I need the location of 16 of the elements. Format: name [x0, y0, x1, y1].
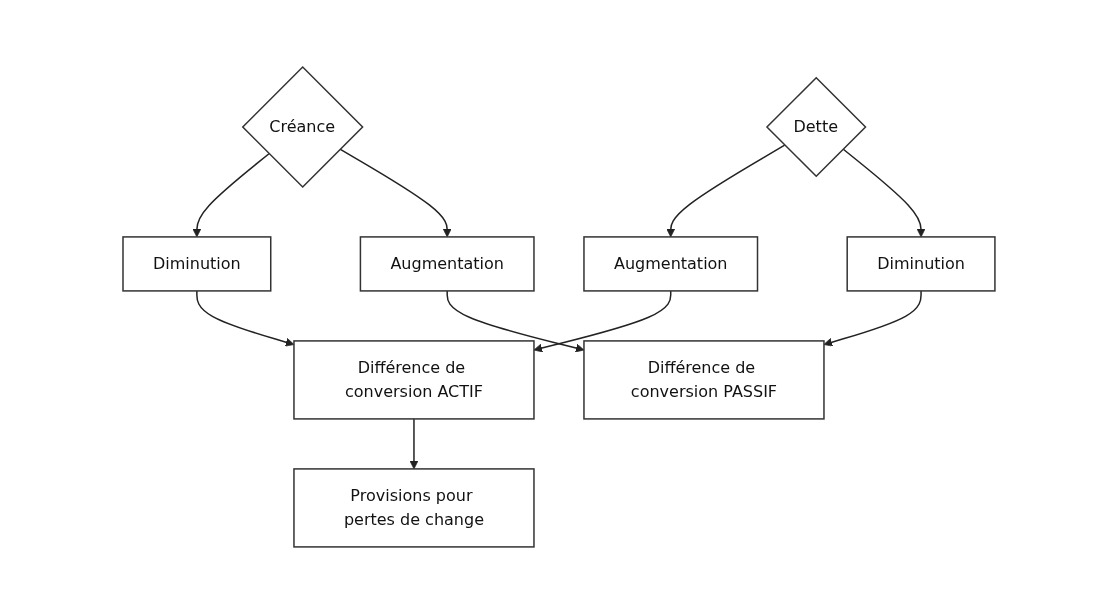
- node-diamond: Créance: [241, 66, 364, 188]
- node-box: Augmentation: [359, 236, 535, 292]
- arrow: [666, 144, 786, 238]
- arrow: [339, 148, 452, 238]
- node-diamond: Dette: [765, 76, 867, 178]
- arrow: [533, 290, 672, 353]
- arrow: [823, 290, 922, 347]
- arrow: [409, 418, 419, 470]
- node-box: Différence de conversion ACTIF: [293, 340, 535, 420]
- arrow: [192, 153, 270, 238]
- node-box: Diminution: [846, 236, 996, 292]
- node-box: Différence de conversion PASSIF: [583, 340, 825, 420]
- arrow: [842, 148, 926, 238]
- node-box: Augmentation: [583, 236, 759, 292]
- node-box: Diminution: [122, 236, 272, 292]
- node-box: Provisions pour pertes de change: [293, 468, 535, 548]
